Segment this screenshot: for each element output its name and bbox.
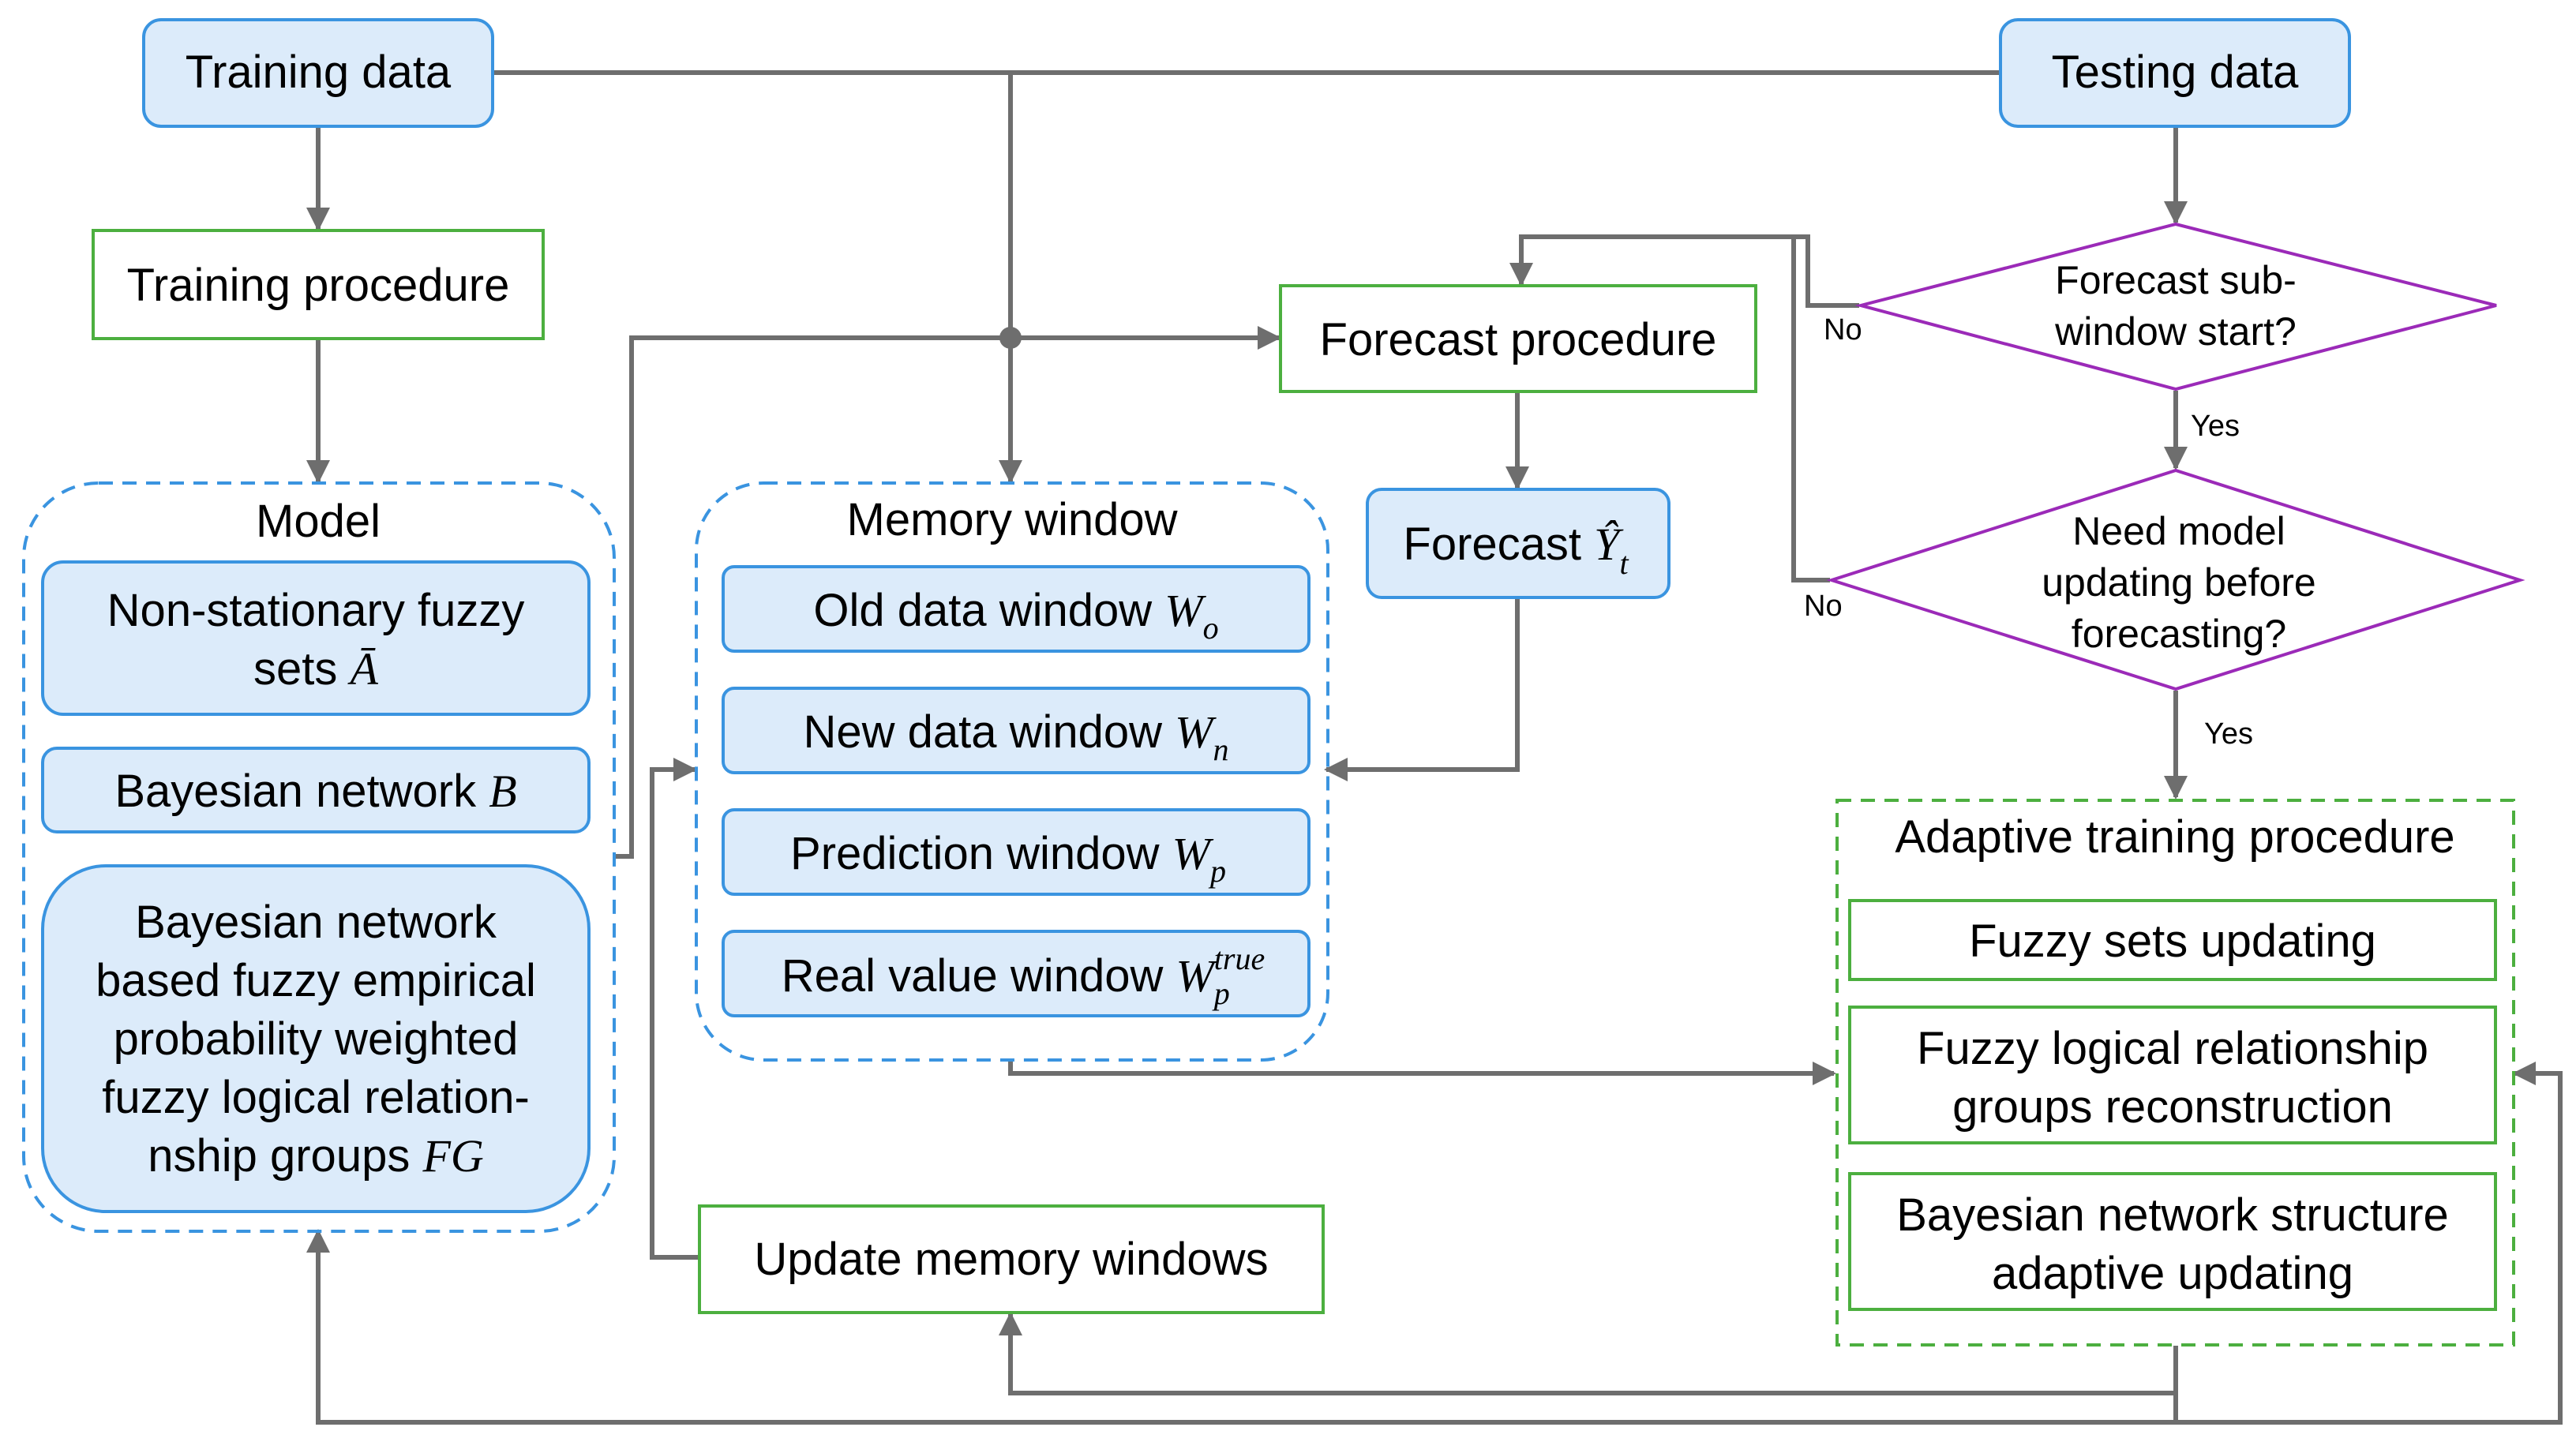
adaptive-training-group: Adaptive training procedure Fuzzy sets u… bbox=[1835, 799, 2515, 1346]
real-value-window-box[interactable]: Real value window Wptrue bbox=[722, 930, 1310, 1017]
forecast-procedure-label: Forecast procedure bbox=[1320, 314, 1717, 365]
model-group: Model Non-stationary fuzzy sets Ā Bayesi… bbox=[22, 481, 616, 1233]
fg-line5: nship groups FG bbox=[148, 1130, 484, 1182]
old-data-window-label: Old data window Wo bbox=[813, 585, 1218, 646]
forecast-result-symbol: Ŷ bbox=[1594, 519, 1624, 570]
update-memory-windows-box[interactable]: Update memory windows bbox=[698, 1204, 1325, 1314]
flrg-line2: groups reconstruction bbox=[1952, 1081, 2393, 1133]
decision2-line1: Need model bbox=[2072, 509, 2285, 553]
new-data-window-box[interactable]: New data window Wn bbox=[722, 687, 1310, 774]
bayesian-network-box[interactable]: Bayesian network B bbox=[41, 747, 591, 833]
old-data-window-box[interactable]: Old data window Wo bbox=[722, 565, 1310, 653]
bayesian-network-label: Bayesian network B bbox=[114, 766, 516, 817]
decision2-line3: forecasting? bbox=[2072, 612, 2286, 656]
adaptive-training-title: Adaptive training procedure bbox=[1895, 811, 2454, 863]
bn-structure-line1: Bayesian network structure bbox=[1896, 1189, 2449, 1241]
decision-forecast-subwindow[interactable]: Forecast sub- window start? bbox=[1854, 222, 2497, 391]
training-procedure-box[interactable]: Training procedure bbox=[92, 229, 545, 340]
bn-structure-updating-box[interactable]: Bayesian network structure adaptive upda… bbox=[1848, 1172, 2497, 1311]
fg-box[interactable]: Bayesian network based fuzzy empirical p… bbox=[41, 864, 591, 1213]
forecast-result-label: Forecast Ŷt bbox=[1403, 519, 1629, 581]
connector-adaptive-to-model bbox=[306, 1229, 2178, 1425]
new-data-window-label: New data window Wn bbox=[803, 706, 1228, 767]
flrg-reconstruction-box[interactable]: Fuzzy logical relationship groups recons… bbox=[1848, 1006, 2497, 1144]
fuzzy-sets-line2: sets Ā bbox=[253, 643, 379, 695]
fg-line4: fuzzy logical relation- bbox=[102, 1072, 530, 1123]
junction-dot bbox=[999, 327, 1022, 349]
real-value-window-label: Real value window Wptrue bbox=[782, 941, 1265, 1011]
fg-line3: probability weighted bbox=[114, 1013, 519, 1065]
testing-data-box[interactable]: Testing data bbox=[1999, 18, 2351, 128]
label-yes-2: Yes bbox=[2204, 717, 2253, 751]
label-yes-1: Yes bbox=[2191, 410, 2240, 443]
decision2-line2: updating before bbox=[2042, 560, 2316, 605]
fuzzy-sets-line1: Non-stationary fuzzy bbox=[107, 585, 525, 636]
forecast-procedure-box[interactable]: Forecast procedure bbox=[1279, 284, 1757, 393]
forecast-result-box[interactable]: Forecast Ŷt bbox=[1366, 488, 1670, 599]
fuzzy-sets-box[interactable]: Non-stationary fuzzy sets Ā bbox=[41, 560, 591, 716]
training-procedure-label: Training procedure bbox=[127, 260, 510, 311]
fuzzy-sets-updating-label: Fuzzy sets updating bbox=[1969, 916, 2376, 967]
memory-window-group: Memory window Old data window Wo New dat… bbox=[695, 481, 1329, 1062]
label-no-2: No bbox=[1804, 590, 1843, 623]
fg-line1: Bayesian network bbox=[135, 897, 497, 948]
decision-model-updating[interactable]: Need model updating before forecasting? bbox=[1826, 468, 2525, 691]
connector-decision1-no bbox=[1509, 234, 1859, 308]
training-data-label: Training data bbox=[186, 47, 452, 98]
connector-result-to-memory bbox=[1324, 598, 1520, 781]
connector-memory-to-adaptive bbox=[1008, 1060, 1836, 1085]
forecast-result-text: Forecast bbox=[1403, 519, 1594, 570]
testing-data-label: Testing data bbox=[2052, 47, 2300, 98]
model-title: Model bbox=[256, 496, 381, 547]
training-data-box[interactable]: Training data bbox=[142, 18, 494, 128]
bn-structure-line2: adaptive updating bbox=[1992, 1248, 2353, 1299]
connector-decision2-no bbox=[1791, 237, 1830, 582]
connector-model-to-forecast bbox=[614, 326, 1281, 859]
fuzzy-sets-updating-box[interactable]: Fuzzy sets updating bbox=[1848, 899, 2497, 981]
connector-adaptive-to-update bbox=[999, 1312, 2178, 1395]
forecast-result-subscript: t bbox=[1619, 545, 1629, 581]
flrg-line1: Fuzzy logical relationship bbox=[1917, 1023, 2428, 1074]
decision1-line1: Forecast sub- bbox=[2055, 258, 2297, 302]
memory-window-title: Memory window bbox=[847, 494, 1179, 545]
connector-right-loop bbox=[2176, 1062, 2563, 1425]
decision1-line2: window start? bbox=[2054, 309, 2297, 354]
prediction-window-label: Prediction window Wp bbox=[790, 828, 1226, 889]
fg-line2: based fuzzy empirical bbox=[96, 955, 536, 1006]
update-memory-windows-label: Update memory windows bbox=[754, 1234, 1268, 1285]
prediction-window-box[interactable]: Prediction window Wp bbox=[722, 808, 1310, 896]
connector-update-to-memory bbox=[650, 758, 698, 1260]
connectors bbox=[306, 70, 2563, 1425]
label-no-1: No bbox=[1824, 313, 1862, 346]
